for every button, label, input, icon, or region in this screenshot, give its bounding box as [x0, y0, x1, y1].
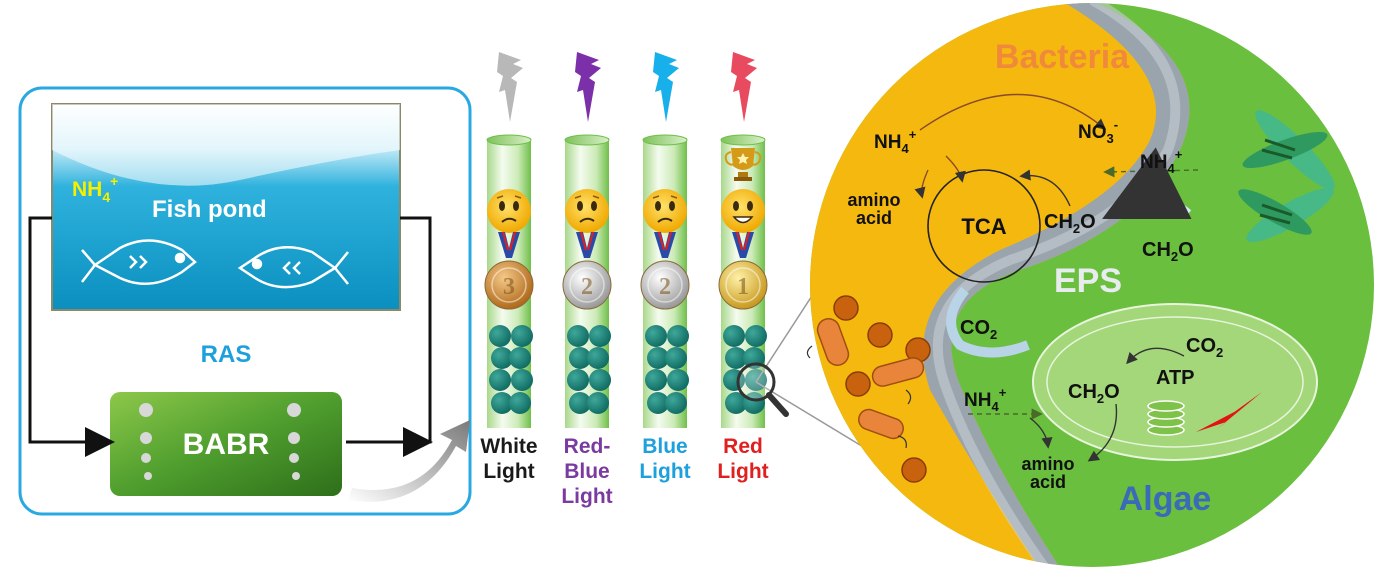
co2-transfer-arrow — [946, 286, 1030, 358]
gold-medal-icon: 1 — [718, 260, 768, 310]
column-label-line2: Light — [639, 460, 690, 483]
medal-number: 1 — [737, 274, 749, 300]
column-label-line1: Blue — [642, 435, 688, 458]
alg-nh4-label: NH4+ — [964, 385, 1007, 414]
bronze-medal-icon: 3 — [484, 260, 534, 310]
alg-co2-label: CO2 — [1186, 335, 1223, 360]
column-label-line1: Red- — [564, 435, 611, 458]
bacteria-cells — [806, 295, 931, 483]
medal-ribbon — [576, 232, 598, 258]
fish-pond-label: Fish pond — [152, 196, 267, 223]
lightning-icon — [575, 52, 601, 122]
algae-title: Algae — [1119, 480, 1212, 518]
ras-panel: NH4+ Fish pond RAS BABR — [18, 86, 472, 516]
ras-label: RAS — [201, 341, 252, 368]
alg-ch2o-label: CH2O — [1068, 381, 1120, 406]
bac-ch2o-label: CH2O — [1044, 211, 1096, 236]
emoji-face-icon — [721, 189, 765, 233]
medal-ribbon — [732, 232, 754, 258]
silver-medal-icon: 2 — [562, 260, 612, 310]
medal-ribbon — [498, 232, 520, 258]
column-label-line2: Blue — [564, 460, 610, 483]
algae-cells — [1238, 110, 1335, 243]
bac-nh4-in-label: NH4+ — [1140, 147, 1183, 176]
flow-arrow-left — [28, 216, 115, 457]
tca-cycle — [927, 169, 1041, 283]
babr-reactor — [110, 392, 342, 496]
tca-label: TCA — [961, 214, 1006, 239]
mid-co2-label: CO2 — [960, 317, 997, 342]
alg-amino-label: amino — [1021, 454, 1074, 474]
carrier-balls — [645, 325, 689, 414]
emoji-face-icon — [643, 189, 687, 233]
babr-label: BABR — [183, 428, 270, 461]
trophy-icon — [724, 148, 762, 181]
medal-number: 3 — [503, 274, 515, 300]
bac-no3-label: NO3- — [1078, 117, 1118, 146]
column-label-line2: Light — [717, 460, 768, 483]
bac-amino-label: amino — [847, 190, 900, 210]
column-label-line3: Light — [561, 485, 612, 508]
medal-ribbon — [654, 232, 676, 258]
light-columns: 3WhiteLight2Red-BlueLight2BlueLight1RedL… — [480, 52, 769, 508]
bacteria-algae-circle: Bacteria Algae EPS — [806, 3, 1374, 567]
thylakoid-stack — [1147, 400, 1185, 436]
bac-nh4-label: NH4+ — [874, 127, 917, 156]
nitrification-arrow — [919, 93, 1107, 131]
curved-arrow-icon — [348, 420, 470, 502]
emoji-face-icon — [565, 189, 609, 233]
pond-nh4-label: NH4+ — [72, 173, 118, 205]
babr-bubbles — [139, 403, 301, 480]
bac-acid-label: acid — [856, 208, 892, 228]
silver-medal-icon: 2 — [640, 260, 690, 310]
lightning-icon — [497, 52, 523, 122]
fish-icon — [237, 245, 349, 289]
bacteria-title: Bacteria — [995, 38, 1130, 76]
emoji-face-icon — [487, 189, 531, 233]
eps-label: EPS — [1054, 262, 1122, 300]
ch2o-transfer-arrow — [1102, 147, 1192, 219]
column-label-line1: White — [480, 435, 537, 458]
mid-ch2o-label: CH2O — [1142, 239, 1194, 264]
lightning-icon — [731, 52, 757, 122]
medal-number: 2 — [581, 274, 593, 300]
lightning-icon — [653, 52, 679, 122]
alg-acid-label: acid — [1030, 472, 1066, 492]
carrier-balls — [567, 325, 611, 414]
chloroplast — [1032, 303, 1318, 461]
magnifier-icon — [736, 362, 789, 417]
column-label-line2: Light — [483, 460, 534, 483]
fish-icon — [81, 239, 197, 285]
medal-number: 2 — [659, 274, 671, 300]
ras-border — [18, 86, 472, 516]
atp-label: ATP — [1156, 367, 1195, 389]
carrier-balls — [489, 325, 533, 414]
column-label-line1: Red — [723, 435, 763, 458]
